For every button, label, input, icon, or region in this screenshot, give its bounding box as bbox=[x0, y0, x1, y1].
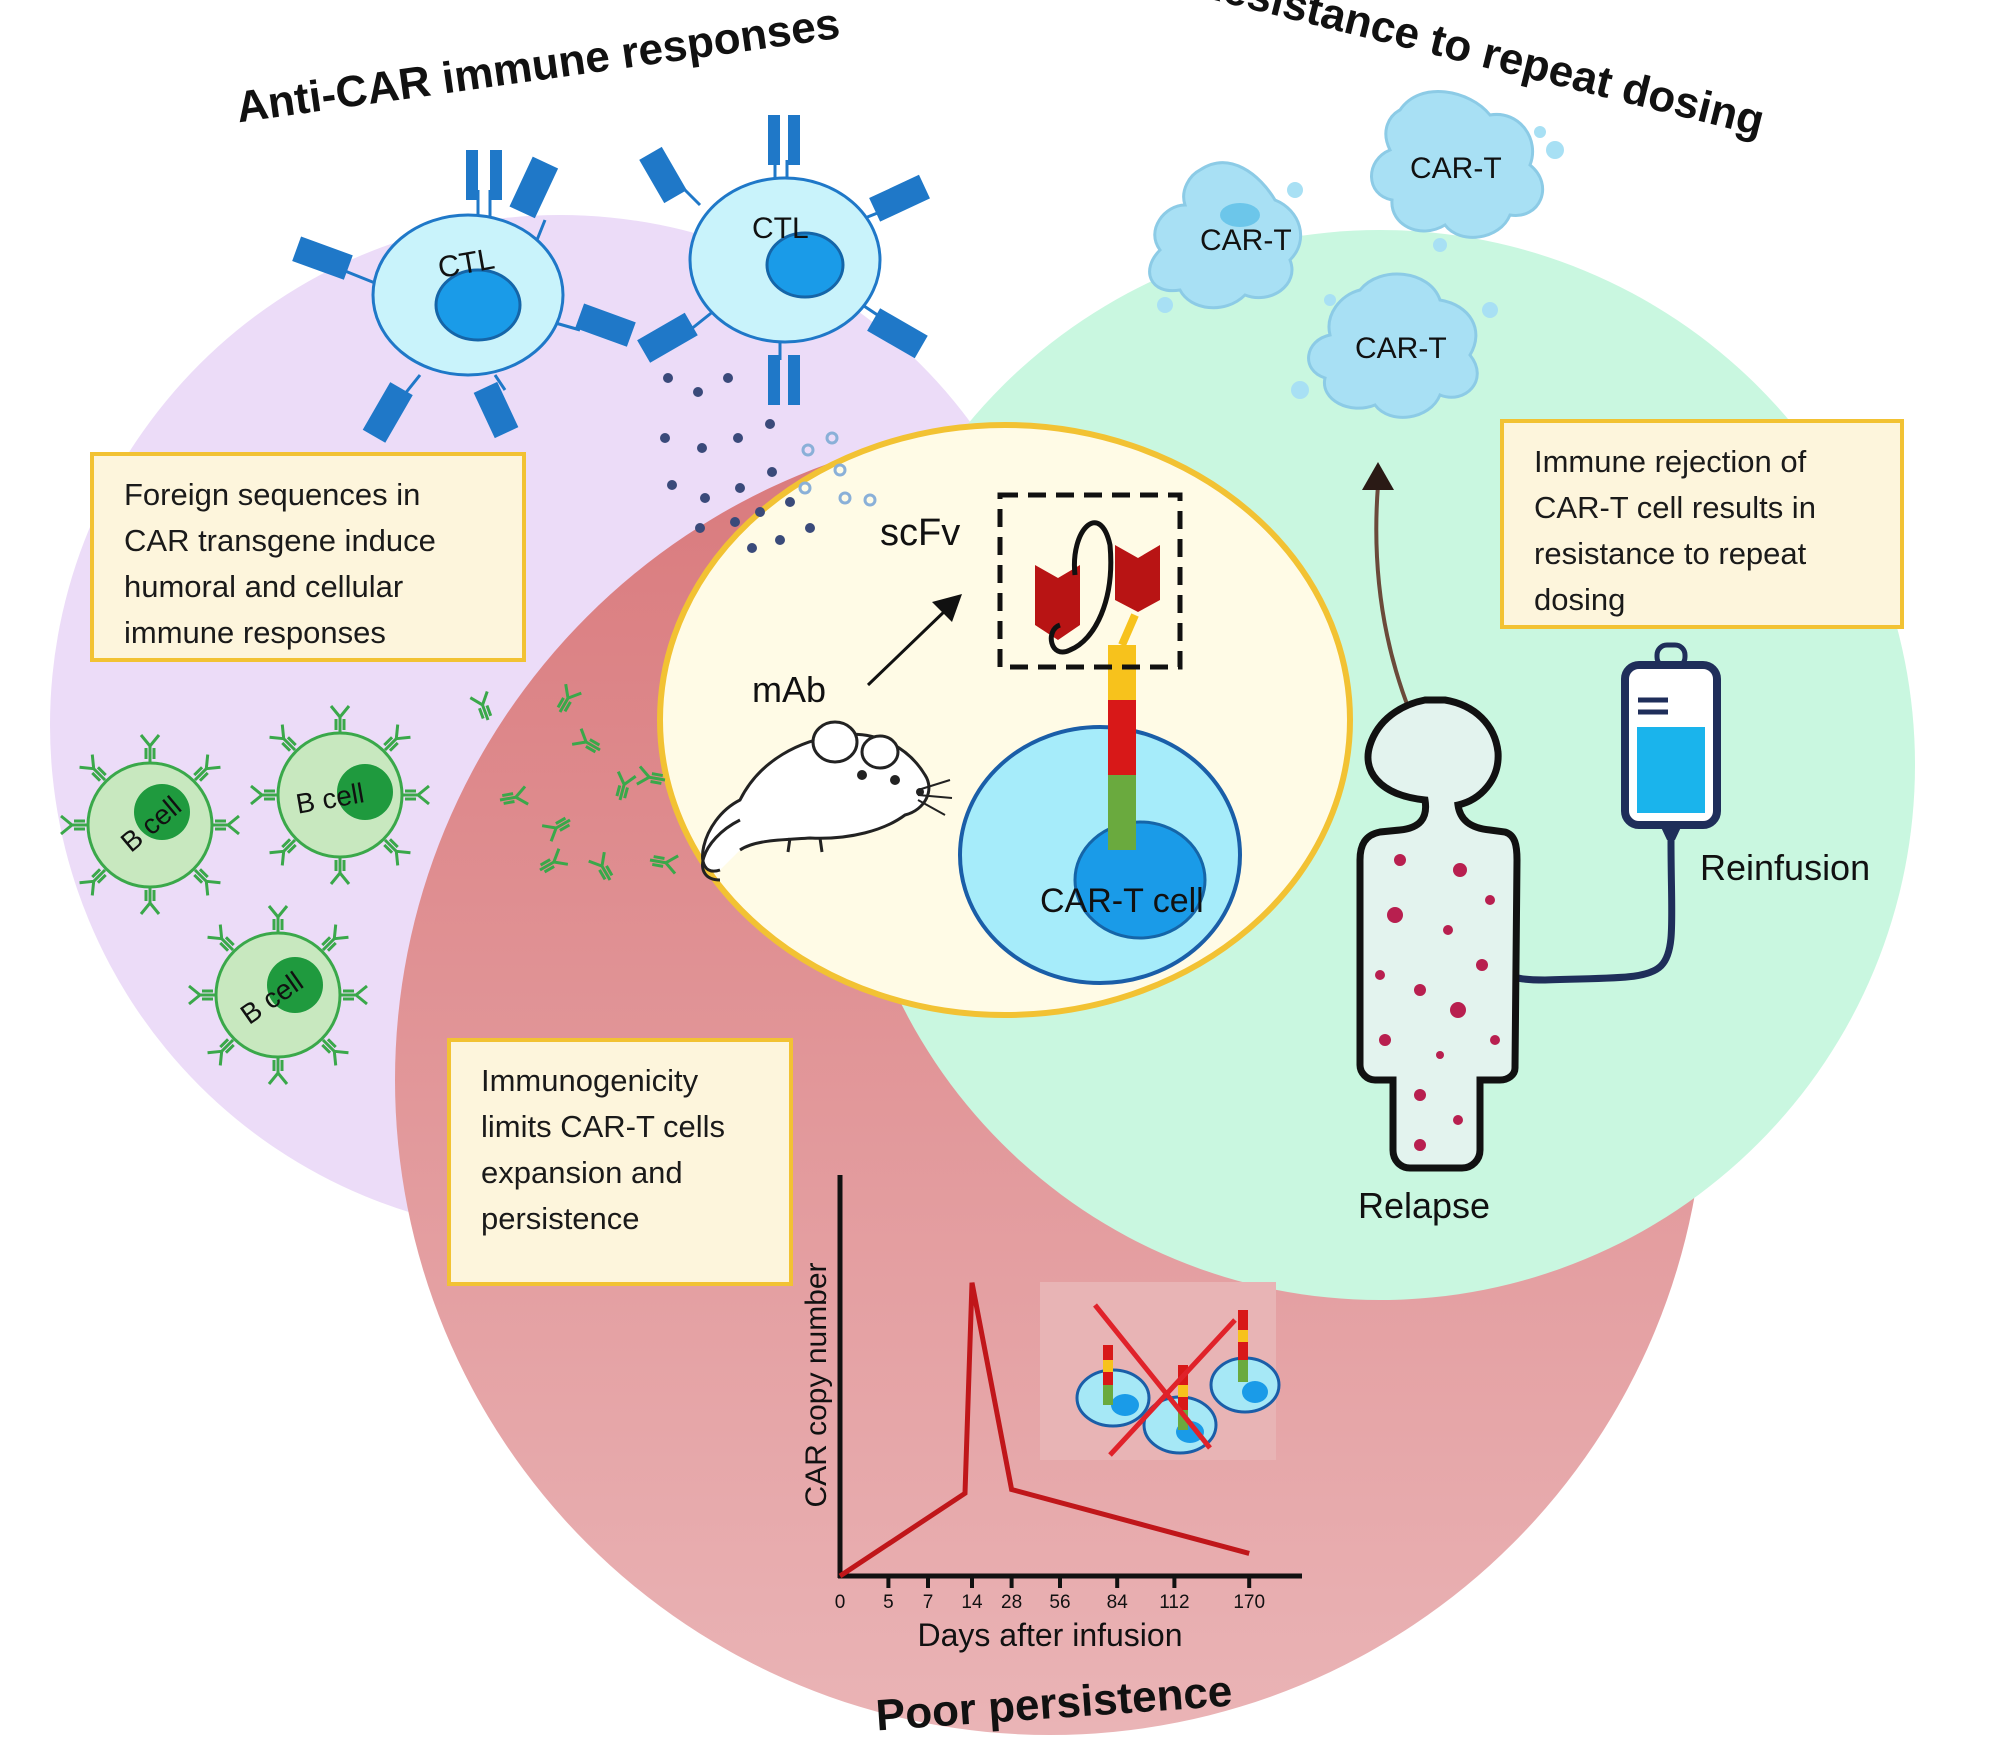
immune-rejection-text: Immune rejection of CAR-T cell results i… bbox=[1534, 444, 1816, 617]
foreign-sequences-box: Foreign sequences in CAR transgene induc… bbox=[90, 452, 526, 662]
chart-ylabel: CAR copy number bbox=[800, 1262, 833, 1507]
reinfusion-label: Reinfusion bbox=[1700, 847, 1870, 888]
chart-tick-label: 84 bbox=[1107, 1592, 1129, 1613]
immunogenicity-box: Immunogenicity limits CAR-T cells expans… bbox=[447, 1038, 793, 1286]
car-t-label-2: CAR-T bbox=[1410, 152, 1502, 185]
immune-rejection-box: Immune rejection of CAR-T cell results i… bbox=[1500, 419, 1904, 629]
chart-tick-label: 0 bbox=[835, 1592, 846, 1613]
car-t-cell-center: CAR-T cell bbox=[958, 613, 1242, 985]
depleted-car-t-cells bbox=[1040, 1282, 1281, 1460]
scfv-box bbox=[997, 492, 1183, 670]
car-t-cell-cluster: CAR-T CAR-T CAR-T bbox=[1148, 90, 1564, 419]
patient-icon bbox=[1356, 696, 1521, 1172]
chart-tick-label: 5 bbox=[883, 1592, 894, 1613]
cytotoxic-granules bbox=[660, 373, 815, 553]
car-t-label-3: CAR-T bbox=[1355, 332, 1447, 365]
mouse-icon bbox=[701, 720, 953, 882]
b-cell-3: B cell bbox=[187, 904, 369, 1086]
b-cell-1: B cell bbox=[59, 733, 241, 916]
car-t-blob-3 bbox=[1307, 272, 1479, 419]
ctl-label-2: CTL bbox=[752, 212, 809, 245]
mab-label: mAb bbox=[752, 669, 826, 710]
chart-ticks: 0 5 7 14 28 56 84 112 170 bbox=[835, 1576, 1265, 1613]
immunogenicity-text: Immunogenicity limits CAR-T cells expans… bbox=[481, 1063, 725, 1236]
chart-tick-label: 56 bbox=[1049, 1592, 1070, 1613]
car-t-blob-2 bbox=[1370, 90, 1545, 239]
chart-xlabel: Days after infusion bbox=[917, 1617, 1182, 1653]
car-t-label-1: CAR-T bbox=[1200, 224, 1292, 257]
ctl-cell-2: CTL bbox=[637, 115, 930, 405]
chart-tick-label: 7 bbox=[923, 1592, 934, 1613]
ctl-cell-1: CTL bbox=[292, 150, 636, 443]
title-anti-car: Anti-CAR immune responses bbox=[233, 0, 843, 132]
foreign-sequences-text: Foreign sequences in CAR transgene induc… bbox=[124, 477, 436, 650]
relapse-label: Relapse bbox=[1358, 1185, 1490, 1226]
chart-series-line bbox=[838, 1282, 1250, 1579]
car-copy-chart: CAR copy number Days after infusion 0 5 7 1… bbox=[800, 1175, 1302, 1653]
chart-tick-label: 14 bbox=[961, 1592, 983, 1613]
car-t-cell-label: CAR-T cell bbox=[1040, 882, 1204, 920]
chart-tick-label: 28 bbox=[1001, 1592, 1022, 1613]
iv-bag-icon bbox=[1509, 642, 1721, 984]
car-t-blob-1 bbox=[1148, 161, 1303, 310]
b-cell-2: B cell bbox=[249, 704, 431, 886]
chart-tick-label: 170 bbox=[1233, 1592, 1265, 1613]
scfv-label: scFv bbox=[880, 512, 960, 554]
mab-to-scfv-arrow bbox=[866, 594, 962, 687]
chart-tick-label: 112 bbox=[1159, 1592, 1189, 1613]
